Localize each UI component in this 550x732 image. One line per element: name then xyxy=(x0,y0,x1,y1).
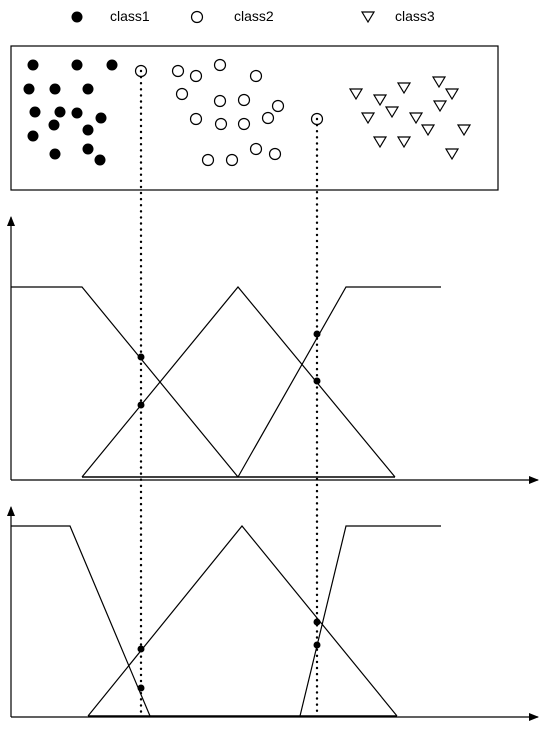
top-class2-membership xyxy=(81,286,396,478)
class2-sample-point xyxy=(261,111,275,125)
class2-sample-point xyxy=(214,117,228,131)
class3-sample-point xyxy=(444,148,460,161)
class1-points xyxy=(23,59,118,166)
class1-sample-point xyxy=(27,59,39,71)
class2-sample-point xyxy=(237,93,251,107)
bottom-intersection-point xyxy=(313,641,321,649)
top-class3-membership xyxy=(237,286,441,478)
top-class1-membership xyxy=(11,286,239,478)
top-intersection-point xyxy=(313,330,321,338)
class3-sample-point xyxy=(408,112,424,125)
class3-sample-point xyxy=(396,82,412,95)
class1-sample-point xyxy=(27,130,39,142)
class1-sample-point xyxy=(82,83,94,95)
bottom-intersection-point xyxy=(313,618,321,626)
class2-sample-point xyxy=(249,142,263,156)
class1-legend-label: class1 xyxy=(110,8,150,24)
class1-sample-point xyxy=(82,143,94,155)
legend: class1 class2 class3 xyxy=(71,8,435,24)
class3-legend-marker xyxy=(360,11,376,24)
top-intersection-point xyxy=(137,401,145,409)
class2-sample-point xyxy=(189,69,203,83)
class1-sample-point xyxy=(95,112,107,124)
class3-legend-label: class3 xyxy=(395,8,435,24)
class1-sample-point xyxy=(49,148,61,160)
class3-sample-point xyxy=(384,106,400,119)
class3-sample-point xyxy=(420,124,436,137)
class1-sample-point xyxy=(82,124,94,136)
class2-sample-point xyxy=(268,147,282,161)
class2-sample-point xyxy=(189,112,203,126)
sample-box xyxy=(10,45,499,191)
bottom-intersection-point xyxy=(137,645,145,653)
class3-sample-point xyxy=(456,124,472,137)
class3-sample-point xyxy=(444,88,460,101)
class2-sample-point xyxy=(175,87,189,101)
class1-sample-point xyxy=(106,59,118,71)
class1-sample-point xyxy=(23,83,35,95)
class3-sample-point xyxy=(432,100,448,113)
class2-sample-point xyxy=(225,153,239,167)
class3-points xyxy=(348,76,472,161)
class2-sample-point xyxy=(249,69,263,83)
class2-sample-point xyxy=(237,117,251,131)
class3-sample-point xyxy=(372,94,388,107)
class3-sample-point xyxy=(372,136,388,149)
class2-points xyxy=(134,58,324,167)
class2-sample-point xyxy=(171,64,185,78)
class1-sample-point xyxy=(49,83,61,95)
class1-sample-point xyxy=(94,154,106,166)
class1-sample-point xyxy=(54,106,66,118)
class1-legend-marker xyxy=(71,11,83,23)
top-intersection-point xyxy=(137,353,145,361)
class2-sample-point xyxy=(271,99,285,113)
class3-sample-point xyxy=(360,112,376,125)
bottom-class3-membership xyxy=(299,525,441,717)
bottom-membership-plot xyxy=(6,506,539,721)
class3-sample-point xyxy=(431,76,447,89)
bottom-intersection-point xyxy=(137,684,145,692)
class2-legend-label: class2 xyxy=(234,8,274,24)
bottom-class2-membership xyxy=(87,525,398,717)
class3-sample-point xyxy=(348,88,364,101)
class1-sample-point xyxy=(71,59,83,71)
class2-legend-marker xyxy=(190,10,204,24)
class2-sample-point xyxy=(201,153,215,167)
class1-sample-point xyxy=(71,107,83,119)
class1-sample-point xyxy=(29,106,41,118)
class3-sample-point xyxy=(396,136,412,149)
bottom-class1-membership xyxy=(11,525,151,717)
class2-sample-point xyxy=(213,58,227,72)
top-membership-plot xyxy=(6,216,539,484)
top-intersection-point xyxy=(313,377,321,385)
class2-sample-point xyxy=(213,94,227,108)
class1-sample-point xyxy=(48,119,60,131)
